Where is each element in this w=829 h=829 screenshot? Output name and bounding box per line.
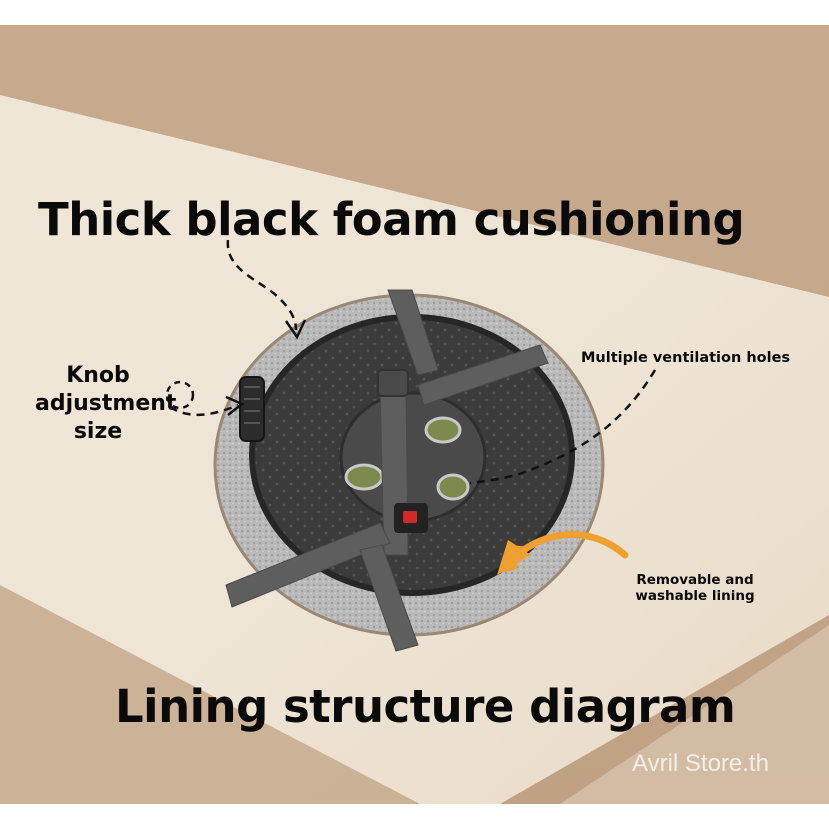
knob-label-line: size [73,419,123,444]
strap-lower-center [359,544,419,652]
lining-label-line: Removable and [636,572,754,588]
bg-light-bottom-right [560,625,829,804]
strap-top [387,289,439,376]
strap-lower-left [225,522,391,608]
foam-cushioning-title: Thick black foam cushioning [38,193,745,246]
bottom-white-strip [0,804,829,829]
center-pad [339,391,487,523]
ventilation-label: Multiple ventilation holes [581,350,791,366]
knob-label-line: adjustment [35,391,177,416]
lining-label: Removable and washable lining [630,572,760,604]
diagram-title: Lining structure diagram [115,680,736,733]
arrowhead-icon [284,319,307,340]
knob-adjustment-label: Knob adjustment size [35,362,176,446]
curved-arrow-head-icon [497,540,531,575]
top-white-strip [0,0,829,25]
buckle-red-tab [403,511,417,523]
bg-shadow-corner [0,585,420,804]
dashed-arrow-icon [469,369,657,485]
dashed-arrow-icon [169,403,239,417]
helmet-illustration [165,239,657,652]
vent-hole [424,416,462,444]
straps [225,289,549,652]
lining-label-line: washable lining [635,588,755,604]
dashed-circle-icon [165,380,195,410]
adjust-knob [239,376,265,442]
vent-hole [436,473,470,501]
knob-label-line: Knob [66,363,130,388]
vent-hole [344,463,384,491]
diagram-canvas: Thick black foam cushioning Knob adjustm… [0,25,829,804]
dashed-arrow-icon [226,239,298,331]
arrowhead-icon [225,395,245,416]
store-watermark: Avril Store.th [632,750,769,777]
strap-right [417,344,549,406]
strap-slider [377,369,409,397]
